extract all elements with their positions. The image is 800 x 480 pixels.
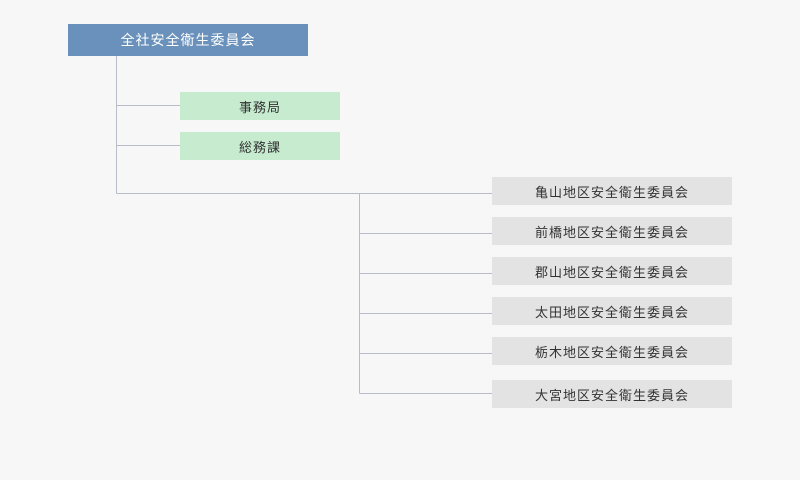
root-committee-box: 全社安全衛生委員会: [68, 24, 308, 56]
root-committee-label: 全社安全衛生委員会: [120, 33, 256, 49]
region-committee-label: 郡山地区安全衛生委員会: [534, 265, 689, 281]
region-committee-box: 太田地区安全衛生委員会: [492, 297, 732, 325]
region-committee-box: 亀山地区安全衛生委員会: [492, 177, 732, 205]
region-committee-label: 太田地区安全衛生委員会: [534, 305, 689, 321]
region-committee-box: 前橋地区安全衛生委員会: [492, 217, 732, 245]
region-committee-label: 亀山地区安全衛生委員会: [534, 185, 689, 201]
staff-unit-general-affairs: 総務課: [180, 132, 340, 160]
staff-unit-label: 事務局: [238, 100, 281, 116]
region-committee-box: 大宮地区安全衛生委員会: [492, 380, 732, 408]
region-committee-box: 郡山地区安全衛生委員会: [492, 257, 732, 285]
region-committee-label: 前橋地区安全衛生委員会: [534, 225, 689, 241]
region-committee-label: 大宮地区安全衛生委員会: [534, 388, 689, 404]
region-committee-box: 栃木地区安全衛生委員会: [492, 337, 732, 365]
staff-unit-label: 総務課: [238, 140, 281, 156]
region-committee-label: 栃木地区安全衛生委員会: [534, 345, 689, 361]
staff-unit-secretariat: 事務局: [180, 92, 340, 120]
